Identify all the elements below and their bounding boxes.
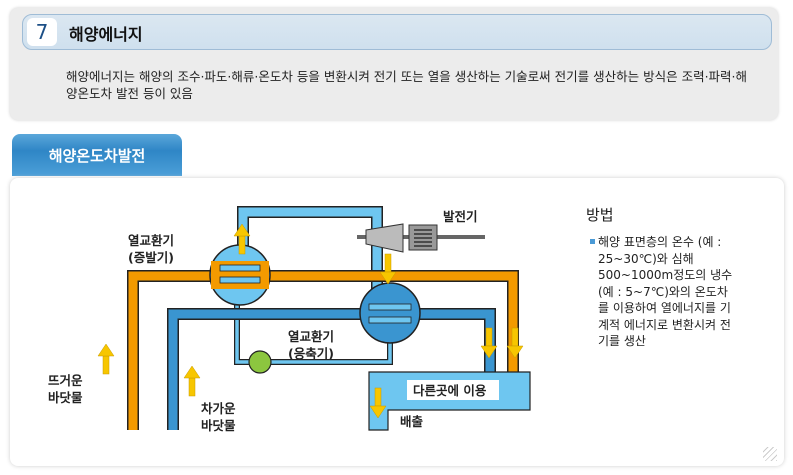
section-description: 해양에너지는 해양의 조수·파도·해류·온도차 등을 변환시켜 전기 또는 열을…	[66, 69, 748, 101]
evaporator	[209, 244, 271, 306]
cold-label-1: 차가운	[201, 401, 236, 416]
method-title: 방법	[586, 206, 614, 224]
warm-label-2: 바닷물	[48, 390, 83, 405]
generator-label: 발전기	[443, 209, 478, 224]
warm-label-1: 뜨거운	[48, 373, 83, 388]
bullet-icon	[590, 239, 595, 244]
condenser-label-2: (응축기)	[288, 346, 334, 361]
turbine	[365, 223, 404, 253]
resize-handle-icon[interactable]	[763, 447, 777, 461]
evaporator-label: 열교환기 (증발기)	[128, 232, 174, 266]
method-text: 해양 표면층의 온수 (예 : 25~30℃)와 심해 500~1000m정도의…	[598, 235, 733, 348]
section-title: 해양에너지	[69, 25, 143, 44]
pump	[248, 350, 272, 374]
arrow-up-warm-in	[97, 343, 115, 375]
arrow-up-cold-in	[183, 365, 201, 397]
section-title-bar: 7 해양에너지	[22, 14, 772, 50]
evaporator-label-1: 열교환기	[128, 233, 175, 248]
evaporator-label-2: (증발기)	[128, 250, 174, 265]
discharge-label: 배출	[400, 414, 424, 429]
condenser-label: 열교환기 (응축기)	[288, 328, 334, 362]
condenser-label-1: 열교환기	[288, 329, 335, 344]
condenser	[359, 282, 421, 344]
reuse-label: 다른곳에 이용	[413, 383, 487, 398]
section-number: 7	[27, 18, 57, 46]
cold-label-2: 바닷물	[201, 418, 236, 433]
tab-ocean-thermal[interactable]: 해양온도차발전	[12, 134, 182, 176]
